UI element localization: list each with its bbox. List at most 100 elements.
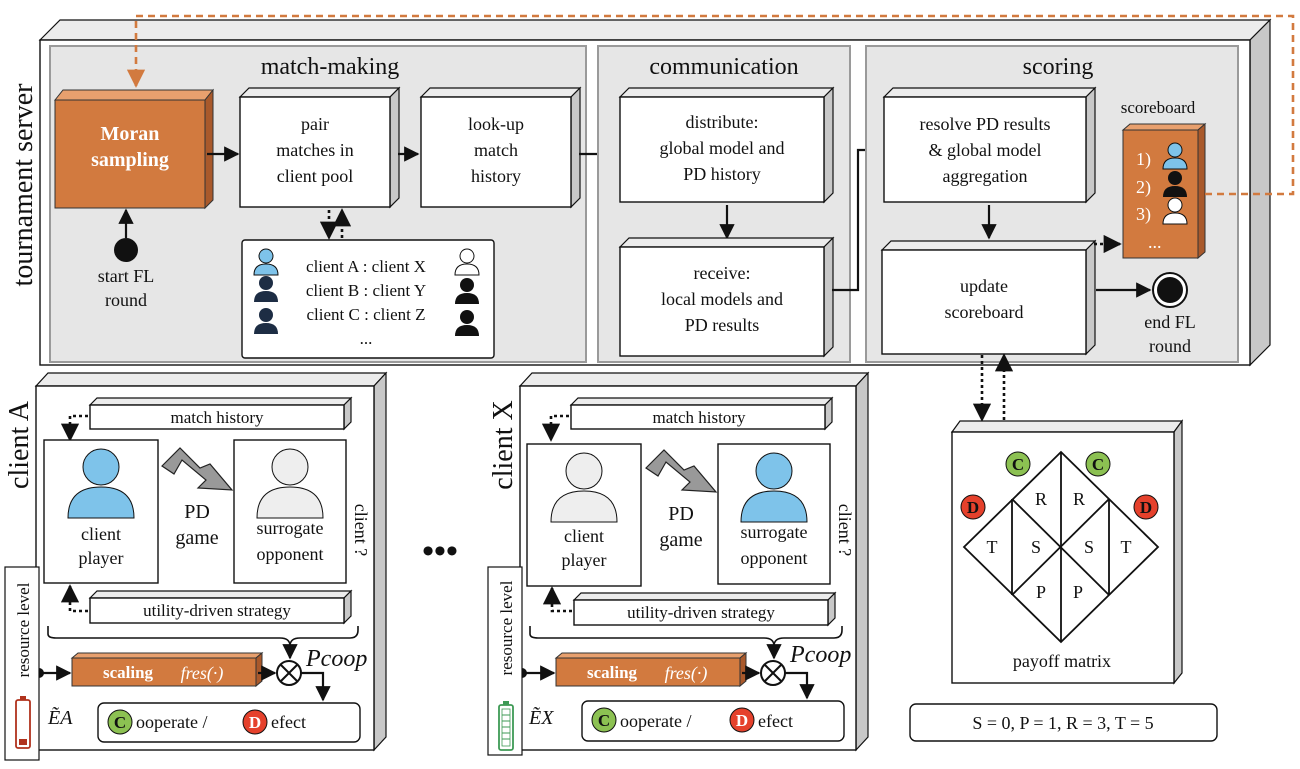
client-a-strategy[interactable]: utility-driven strategy: [88, 589, 353, 625]
update-label-1: update: [960, 276, 1008, 296]
pair-matches-box[interactable]: pair matches in client pool: [238, 86, 401, 209]
multiply-icon: [760, 660, 786, 686]
payoff-c-right: C: [1092, 455, 1104, 474]
strategy-label: utility-driven strategy: [627, 603, 775, 622]
lookup-label-2: match: [474, 140, 518, 160]
payoff-cell: P: [1073, 582, 1083, 602]
client-pool: client A : client X client B : client Y …: [241, 239, 495, 359]
defect-label: efect: [271, 712, 306, 732]
cooperate-icon: [591, 707, 617, 733]
client-a-decision: C ooperate / D efect: [97, 702, 361, 743]
client-a-label: client A: [4, 400, 35, 489]
moran-label-2: sampling: [91, 149, 169, 171]
pool-row-1: client A : client X: [306, 257, 426, 276]
payoff-values-label: S = 0, P = 1, R = 3, T = 5: [972, 713, 1153, 733]
client-unknown-label: client ?: [351, 504, 371, 556]
rank-3: 3): [1136, 204, 1151, 225]
distribute-box[interactable]: distribute: global model and PD history: [618, 86, 835, 204]
pd-label: PD: [184, 501, 210, 523]
payoff-values: S = 0, P = 1, R = 3, T = 5: [909, 703, 1218, 742]
update-label-2: scoreboard: [945, 302, 1024, 322]
receive-box[interactable]: receive: local models and PD results: [618, 236, 835, 358]
receive-label-3: PD results: [685, 315, 760, 335]
client-x-label: client X: [488, 400, 519, 489]
client-a-scaling[interactable]: scaling fres(·): [70, 651, 264, 688]
energy-label: ẼX: [528, 705, 554, 729]
distribute-label-3: PD history: [683, 164, 761, 184]
resolve-label-3: aggregation: [943, 166, 1028, 186]
start-label-2: round: [105, 290, 147, 310]
rank-1: 1): [1136, 149, 1151, 170]
pair-label-3: client pool: [277, 166, 353, 186]
scaling-label: scaling: [587, 663, 638, 682]
payoff-d-left: D: [967, 498, 979, 517]
client-x-scaling[interactable]: scaling fres(·): [554, 651, 748, 688]
lookup-label-1: look-up: [468, 114, 524, 134]
client-a-match-history[interactable]: match history: [88, 396, 353, 431]
communication-panel: communication distribute: global model a…: [597, 45, 851, 363]
client-unknown-label: client ?: [835, 504, 855, 556]
moran-sampling-box[interactable]: Moran sampling: [53, 88, 215, 210]
player-label-1: client: [81, 524, 121, 544]
payoff-c-left: C: [1012, 455, 1024, 474]
opponent-label-2: opponent: [741, 548, 808, 568]
end-label-2: round: [1149, 336, 1191, 356]
lookup-history-box[interactable]: look-up match history: [419, 86, 582, 209]
cooperate-icon: [1005, 451, 1031, 477]
payoff-title: payoff matrix: [1013, 651, 1111, 671]
client-a-battery: resource level: [4, 566, 40, 761]
end-round-node: end FL round: [1144, 272, 1196, 356]
resolve-box[interactable]: resolve PD results & global model aggreg…: [882, 86, 1097, 204]
pd-label: PD: [668, 503, 694, 525]
start-label-1: start FL: [98, 266, 155, 286]
lookup-label-3: history: [471, 166, 521, 186]
defect-icon: [729, 707, 755, 733]
game-label: game: [175, 527, 218, 549]
scoring-panel: scoring resolve PD results & global mode…: [865, 45, 1239, 363]
client-x-panel: client X match history client player PD …: [487, 371, 870, 756]
rank-2: 2): [1136, 177, 1151, 198]
client-x-decision: C ooperate / D efect: [581, 700, 845, 742]
client-x-strategy[interactable]: utility-driven strategy: [572, 591, 837, 627]
cooperate-label: ooperate /: [620, 711, 691, 731]
scoring-title: scoring: [1023, 54, 1094, 80]
start-round-node: start FL round: [98, 208, 155, 310]
payoff-cell: S: [1084, 537, 1094, 557]
defect-icon: [1133, 494, 1159, 520]
payoff-cell: S: [1031, 537, 1041, 557]
payoff-cell: R: [1073, 489, 1085, 509]
more-clients-ellipsis: •••: [422, 533, 458, 570]
fres-label: fres(·): [665, 663, 708, 684]
matchmaking-title: match-making: [261, 54, 400, 80]
pcoop-label: Pcoop: [305, 646, 367, 672]
matchmaking-panel: match-making Moran sampling start FL rou…: [49, 45, 587, 363]
scoreboard-more: ...: [1148, 232, 1162, 252]
payoff-cell: T: [1121, 537, 1132, 557]
opponent-label-1: surrogate: [257, 518, 324, 538]
pair-label-1: pair: [301, 114, 329, 134]
opponent-label-2: opponent: [257, 544, 324, 564]
fres-label: fres(·): [181, 663, 224, 684]
player-label-2: player: [562, 550, 607, 570]
feedback-link: [126, 14, 1295, 196]
server-title: tournament server: [8, 83, 39, 287]
payoff-cell: T: [987, 537, 998, 557]
client-x-surrogate: surrogate opponent: [717, 443, 831, 585]
client-x-battery: resource level: [487, 566, 523, 756]
update-scoreboard-box[interactable]: update scoreboard: [880, 239, 1097, 356]
strategy-label: utility-driven strategy: [143, 601, 291, 620]
client-a-surrogate: surrogate opponent: [233, 439, 347, 584]
player-label-2: player: [79, 548, 124, 568]
match-history-label: match history: [652, 408, 746, 427]
moran-label-1: Moran: [101, 123, 160, 145]
resource-level-label: resource level: [14, 582, 33, 677]
defect-icon: [960, 494, 986, 520]
player-label-1: client: [564, 526, 604, 546]
distribute-label-1: distribute:: [686, 112, 759, 132]
end-label-1: end FL: [1144, 312, 1196, 332]
cooperate-label: ooperate /: [136, 712, 207, 732]
scoreboard-title: scoreboard: [1121, 98, 1196, 117]
game-label: game: [659, 529, 702, 551]
client-x-match-history[interactable]: match history: [569, 396, 834, 431]
energy-label: ẼA: [47, 705, 73, 729]
